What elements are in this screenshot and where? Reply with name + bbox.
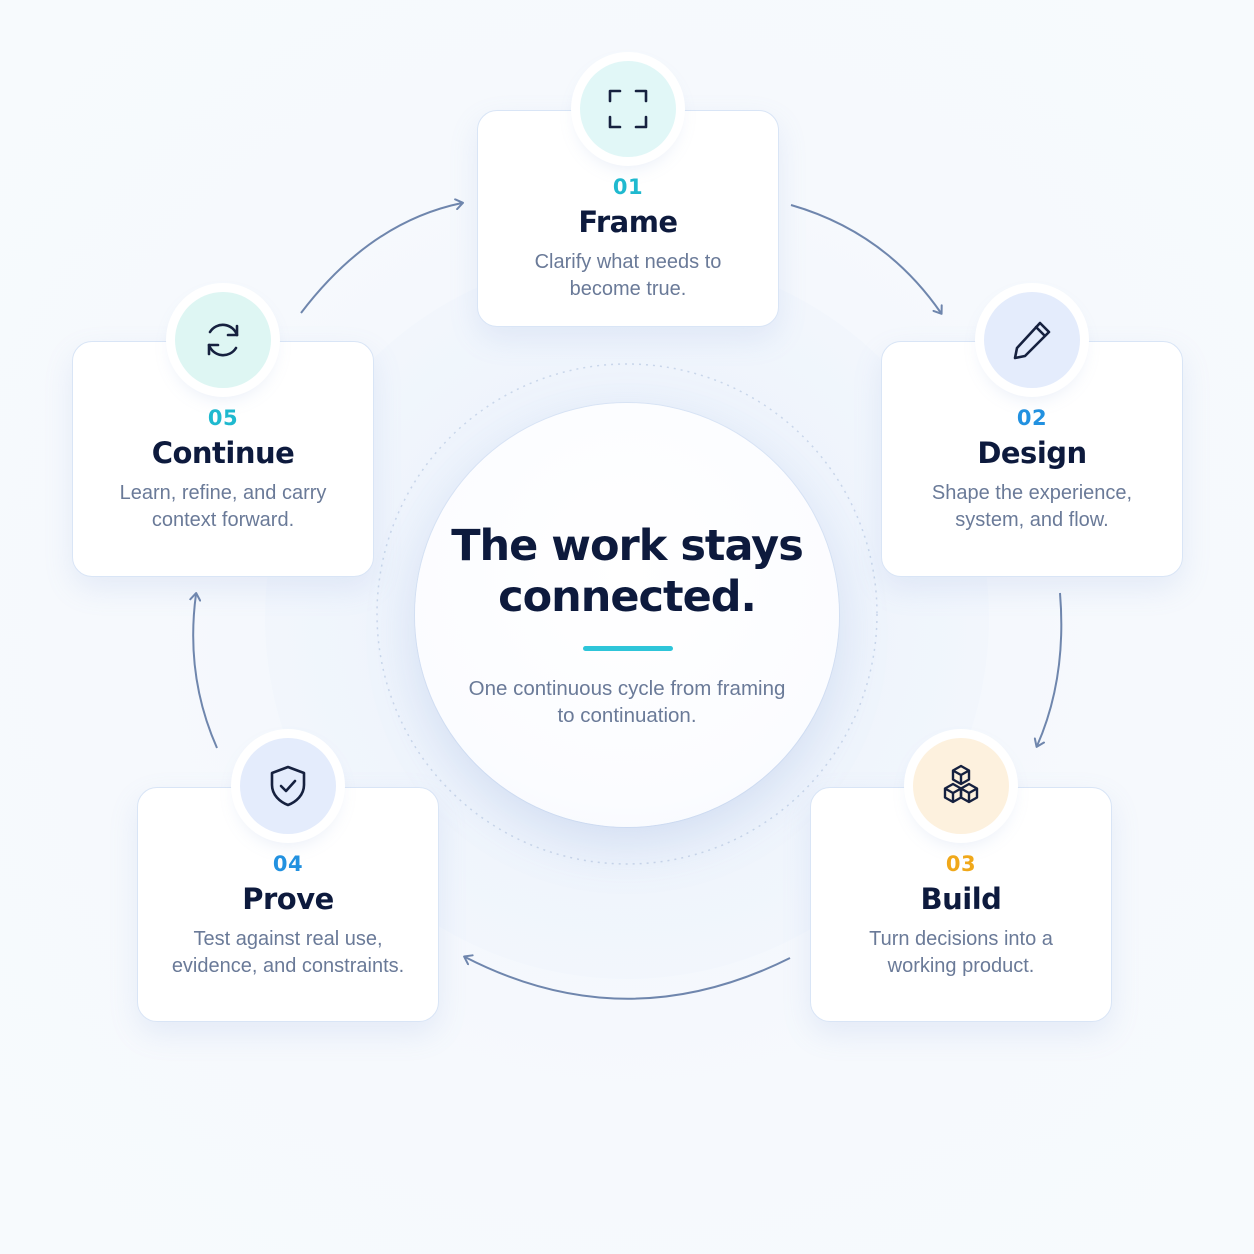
arrow-design-to-build [1033, 592, 1063, 748]
step-title: Continue [151, 436, 295, 470]
step-badge-design [984, 292, 1080, 388]
step-card-prove: 04 Prove Test against real use, evidence… [137, 738, 439, 1022]
frame-corners-icon [608, 89, 648, 129]
shield-check-icon [270, 765, 306, 807]
step-card-frame: 01 Frame Clarify what needs to become tr… [477, 61, 779, 327]
step-number: 01 [612, 175, 644, 199]
step-badge-build [913, 738, 1009, 834]
hub-accent-rule [583, 646, 673, 651]
dotted-orbit [376, 363, 878, 865]
step-title: Prove [242, 882, 334, 916]
arrow-build-to-prove [463, 954, 791, 1000]
refresh-icon [207, 323, 239, 357]
step-number: 03 [945, 852, 977, 876]
step-card-build: 03 Build Turn decisions into a working p… [810, 738, 1112, 1022]
step-badge-frame [580, 61, 676, 157]
step-title: Frame [578, 205, 678, 239]
step-card-design: 02 Design Shape the experience, system, … [881, 292, 1183, 577]
step-number: 02 [1016, 406, 1048, 430]
arrow-frame-to-design [790, 204, 943, 315]
step-number: 04 [272, 852, 304, 876]
step-description: Test against real use, evidence, and con… [171, 928, 405, 977]
step-description: Learn, refine, and carry context forward… [119, 482, 327, 531]
step-title: Build [920, 882, 1002, 916]
pencil-icon [1013, 321, 1051, 360]
hub-subtitle: One continuous cycle from framing to con… [468, 677, 786, 727]
hub-title: The work stays connected. [451, 521, 804, 622]
step-badge-prove [240, 738, 336, 834]
center-hub: The work stays connected. One continuous… [415, 403, 839, 827]
step-description: Turn decisions into a working product. [869, 928, 1053, 977]
arrow-prove-to-continue [189, 592, 218, 749]
step-badge-continue [175, 292, 271, 388]
cubes-icon [943, 764, 979, 804]
step-title: Design [977, 436, 1087, 470]
step-description: Shape the experience, system, and flow. [931, 482, 1133, 531]
step-card-continue: 05 Continue Learn, refine, and carry con… [72, 292, 374, 577]
arrow-continue-to-frame [300, 198, 464, 314]
step-number: 05 [207, 406, 239, 430]
step-description: Clarify what needs to become true. [534, 251, 722, 300]
